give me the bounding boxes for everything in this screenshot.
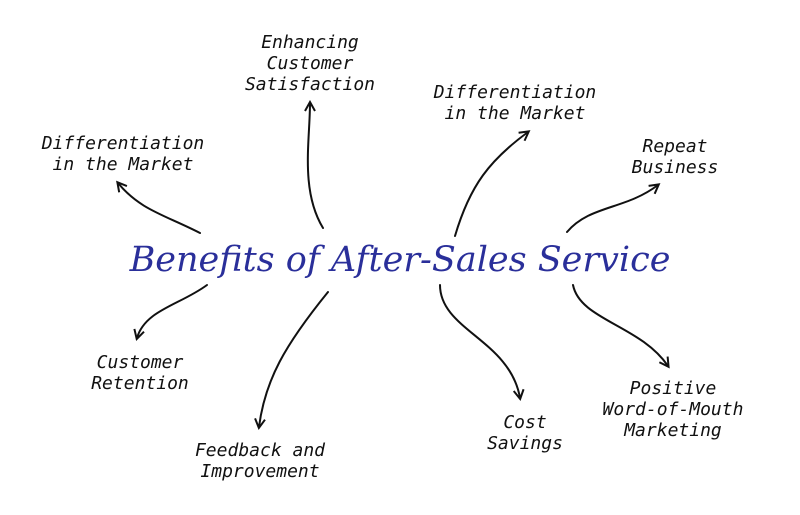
arrow-to-differentiation-right (454, 132, 528, 237)
node-customer-retention: Customer Retention (65, 352, 215, 394)
node-line: Savings (487, 433, 563, 454)
node-line: Cost (503, 412, 547, 433)
node-line: Marketing (624, 420, 722, 441)
node-feedback-improvement: Feedback and Improvement (165, 440, 355, 482)
node-repeat-business: Repeat Business (615, 136, 735, 178)
node-line: in the Market (52, 154, 194, 175)
node-line: Word-of-Mouth (602, 399, 744, 420)
arrow-to-cost-savings (439, 284, 520, 398)
node-line: Improvement (200, 461, 320, 482)
node-line: Repeat (642, 136, 708, 157)
node-line: Business (631, 157, 719, 178)
node-line: in the Market (444, 103, 586, 124)
arrow-to-customer-retention (137, 284, 208, 338)
node-line: Feedback and (194, 440, 326, 461)
node-differentiation-right: Differentiation in the Market (410, 82, 620, 124)
arrow-to-word-of-mouth (572, 284, 668, 366)
node-line: Enhancing (261, 32, 359, 53)
diagram-title: Benefits of After-Sales Service (129, 240, 671, 280)
node-line: Satisfaction (244, 74, 376, 95)
node-line: Differentiation (41, 133, 205, 154)
node-line: Retention (91, 373, 189, 394)
arrow-to-differentiation-left (118, 183, 201, 234)
node-line: Differentiation (433, 82, 597, 103)
arrow-to-repeat-business (566, 185, 658, 233)
node-differentiation-left: Differentiation in the Market (18, 133, 228, 175)
node-word-of-mouth-marketing: Positive Word-of-Mouth Marketing (568, 378, 778, 441)
node-cost-savings: Cost Savings (470, 412, 580, 454)
node-enhancing-customer-satisfaction: Enhancing Customer Satisfaction (215, 32, 405, 95)
node-line: Positive (629, 378, 717, 399)
arrow-to-feedback-improvement (259, 291, 329, 427)
arrow-to-enhancing-satisfaction (308, 103, 324, 229)
node-line: Customer (266, 53, 354, 74)
node-line: Customer (96, 352, 184, 373)
